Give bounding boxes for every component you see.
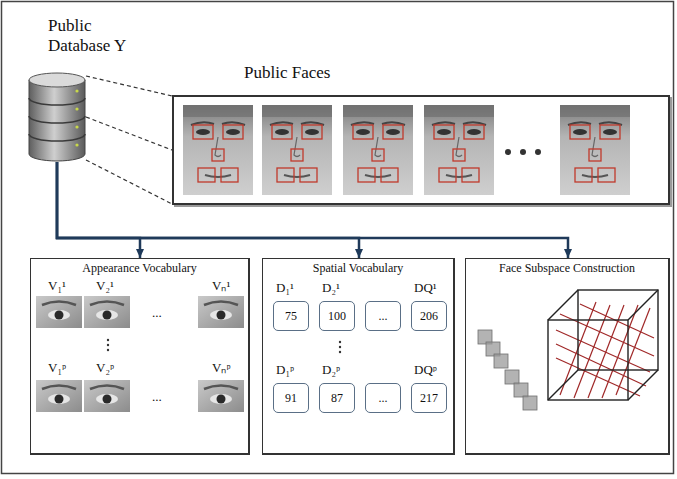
patch-image — [198, 296, 244, 328]
patch-image — [36, 296, 82, 328]
ellipsis-dot — [505, 149, 511, 155]
ellipsis-dot — [520, 149, 526, 155]
value-box: 87 — [319, 383, 355, 413]
ellipsis: ... — [152, 306, 162, 319]
dashed-connector — [86, 117, 172, 150]
vocab-label: V₁¹ — [48, 279, 66, 292]
value-text: ... — [379, 392, 388, 404]
vocab-label: D₂ᵖ — [322, 363, 340, 376]
box-title: Spatial Vocabulary — [313, 262, 404, 276]
vocab-label: Vₙᵖ — [212, 361, 230, 374]
vocab-label: Vₙ¹ — [212, 279, 230, 292]
face-image — [560, 105, 630, 195]
value-box: 100 — [319, 301, 355, 331]
vocab-label: DQ¹ — [414, 281, 437, 294]
expand-line — [86, 160, 172, 204]
box-title: Appearance Vocabulary — [82, 262, 197, 276]
heading: Public Faces — [244, 64, 330, 83]
subspace-box: Face Subspace Construction — [465, 258, 670, 455]
value-text: 100 — [328, 310, 346, 322]
expand-line — [86, 76, 172, 96]
subspace-cube — [548, 290, 658, 400]
patch-image — [36, 380, 82, 412]
database: Public Database Y — [28, 72, 86, 162]
arrow-connector — [57, 162, 140, 258]
value-box: 206 — [411, 301, 447, 331]
vocab-label: D₂¹ — [322, 281, 340, 294]
face-image — [343, 105, 413, 195]
value-text: 91 — [285, 392, 297, 404]
heading: Public Database Y — [48, 16, 148, 55]
vocab-label: DQᵖ — [414, 363, 437, 376]
vertical-ellipsis — [107, 339, 341, 353]
vocab-label: D₁¹ — [276, 281, 294, 294]
patch-image — [198, 380, 244, 412]
value-text: 75 — [285, 310, 297, 322]
arrow-connector — [57, 162, 359, 258]
vocab-label: D₁ᵖ — [276, 363, 294, 376]
vocab-label: V₂¹ — [96, 279, 114, 292]
value-box: 75 — [273, 301, 309, 331]
face-image — [424, 105, 494, 195]
face-image — [262, 105, 332, 195]
value-box: ... — [365, 383, 401, 413]
vocab-label: V₂ᵖ — [96, 361, 114, 374]
ellipsis: ... — [152, 390, 162, 403]
ellipsis-dot — [535, 149, 541, 155]
value-text: ... — [379, 310, 388, 322]
value-box: 217 — [411, 383, 447, 413]
face-samples — [478, 330, 537, 410]
faces-panel: Public Faces — [172, 95, 670, 205]
database-icon — [28, 72, 86, 162]
outer-frame — [2, 2, 674, 474]
arrow-connector — [57, 162, 568, 258]
value-text: 217 — [420, 392, 438, 404]
value-box: ... — [365, 301, 401, 331]
patch-image — [84, 296, 130, 328]
box-title: Face Subspace Construction — [499, 262, 635, 276]
patch-image — [84, 380, 130, 412]
subspace-grid — [556, 302, 654, 398]
value-text: 87 — [331, 392, 343, 404]
value-text: 206 — [420, 310, 438, 322]
face-image — [183, 105, 253, 195]
value-box: 91 — [273, 383, 309, 413]
vocab-label: V₁ᵖ — [48, 361, 66, 374]
